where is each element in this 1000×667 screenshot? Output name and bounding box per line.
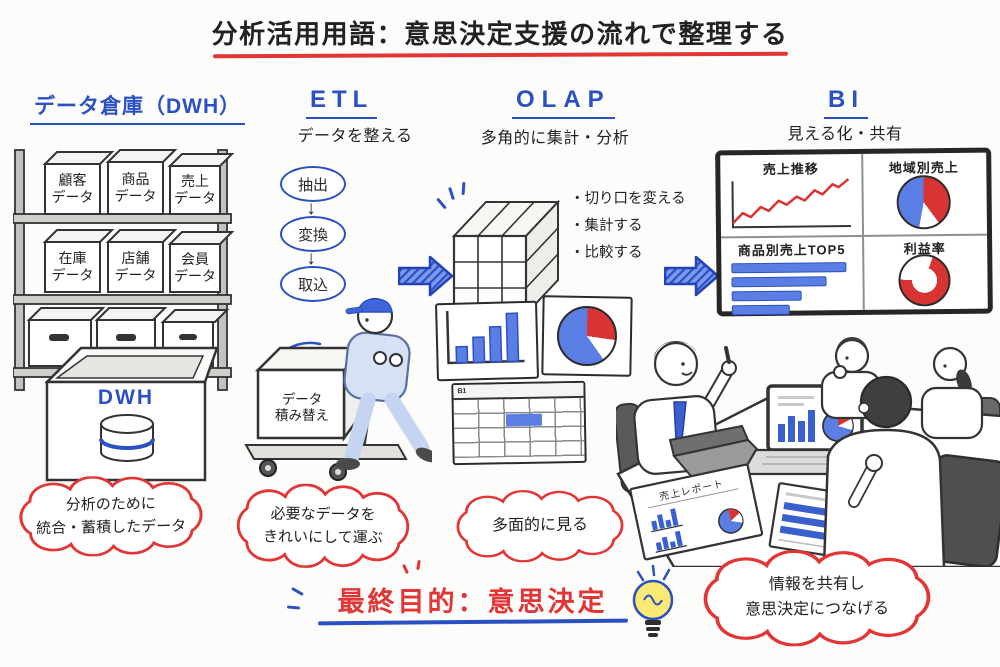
etl-step-extract: 抽出	[280, 166, 346, 202]
meeting-scene-illustration: 売上レポート	[616, 336, 1000, 567]
sparkle-icon	[436, 197, 447, 210]
donut-chart-icon	[898, 254, 952, 307]
bi-subtitle: 見える化・共有	[787, 126, 903, 143]
down-arrow-icon: ↓	[306, 248, 316, 269]
etl-step-load: 取込	[280, 266, 346, 302]
shelf-box-stock: 在庫データ	[51, 250, 94, 283]
goal-underline	[317, 618, 629, 625]
dwh-heading: データ倉庫（DWH）	[30, 90, 246, 125]
bullet-item: ・比較する	[570, 245, 643, 261]
bullet-item: ・集計する	[570, 218, 643, 234]
olap-subtitle: 多角的に集計・分析	[480, 130, 630, 147]
flow-arrow-icon	[664, 255, 720, 297]
dwh-box-illustration	[45, 346, 219, 482]
olap-bullet-list: ・切り口を変える ・集計する ・比較する	[570, 186, 686, 267]
bi-heading: BI	[824, 86, 868, 119]
etl-step-transform: 変換	[280, 216, 346, 252]
title-underline	[212, 51, 789, 58]
etl-callout: 必要なデータをきれいにして運ぶ	[228, 483, 419, 569]
etl-heading: ETL	[306, 86, 378, 119]
bi-callout: 情報を共有し意思決定につなげる	[692, 548, 943, 648]
down-arrow-icon: ↓	[306, 198, 316, 219]
shelf-box-product: 商品データ	[114, 171, 157, 204]
panel-profit-rate: 利益率	[862, 234, 988, 310]
sheet-grid	[453, 397, 585, 459]
hbar	[731, 276, 827, 288]
panel-top5-products: 商品別売上TOP5	[721, 235, 863, 316]
bi-dashboard-monitor: 売上推移 地域別売上 商品別売上TOP5 利益率	[715, 147, 993, 317]
dwh-box-label: DWH	[97, 386, 155, 409]
olap-callout: 多面的に見る	[448, 489, 633, 563]
panel-sales-trend: 売上推移	[720, 154, 862, 237]
hbar	[731, 262, 847, 274]
pie-chart-icon	[896, 174, 952, 230]
sparkle-icon	[286, 605, 301, 610]
final-goal-text: 最終目的：意思決定	[337, 587, 608, 617]
database-icon	[99, 414, 155, 462]
worker-cart-illustration	[244, 297, 432, 481]
bar-chart-icon	[445, 310, 525, 365]
panel-region-sales: 地域別売上	[861, 153, 987, 235]
shelf-box-member: 会員データ	[174, 251, 216, 284]
flow-arrow-icon	[398, 255, 454, 297]
pie-chart-icon	[556, 305, 618, 367]
emphasis-mark	[416, 559, 421, 571]
lightbulb-icon	[632, 564, 674, 637]
shelf-box-customer: 顧客データ	[51, 172, 94, 205]
spreadsheet-card: B1	[451, 380, 587, 466]
cart-box-label: データ積み替え	[275, 391, 329, 423]
sparkle-icon	[291, 586, 304, 597]
page-title: 分析活用用語：意思決定支援の流れで整理する	[211, 19, 789, 49]
etl-subtitle: データを整える	[297, 128, 413, 145]
olap-heading: OLAP	[512, 86, 615, 119]
highlighted-cell	[505, 413, 543, 427]
bar-chart-card	[434, 300, 540, 382]
shelf-box-store: 店舗データ	[114, 250, 157, 283]
bullet-item: ・切り口を変える	[570, 191, 686, 207]
hbar	[731, 290, 802, 302]
dwh-callout: 分析のために統合・蓄積したデータ	[9, 474, 212, 558]
shelf-box-sales: 売上データ	[174, 173, 216, 206]
line-chart-icon	[731, 178, 851, 229]
